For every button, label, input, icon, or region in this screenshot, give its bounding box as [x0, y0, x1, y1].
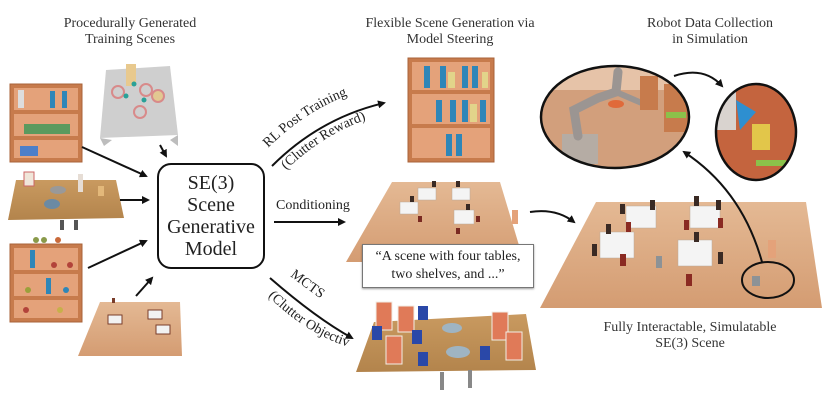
title-model-steering: Flexible Scene Generation via Model Stee… — [330, 16, 570, 48]
arrow-room-to-model — [135, 276, 154, 297]
model-line: Model — [184, 238, 238, 260]
label-rl-post-training: RL Post Training — [260, 85, 349, 151]
title-training-scenes: Procedurally Generated Training Scenes — [20, 16, 240, 48]
final-scene-caption: Fully Interactable, Simulatable SE(3) Sc… — [570, 320, 810, 352]
arrow-to-robot-view — [682, 150, 763, 263]
prompt-line: “A scene with four tables, — [375, 249, 521, 264]
arrow-table-to-model — [159, 144, 167, 158]
arrow-to-closeup — [673, 71, 724, 88]
highlight-circle — [741, 261, 795, 299]
title-line: Model Steering — [406, 32, 494, 47]
training-scene-table-rings — [100, 64, 178, 146]
label-mcts: MCTS — [287, 267, 327, 302]
label-clutter-reward: (Clutter Reward) — [279, 109, 368, 173]
training-scene-room-tables — [78, 298, 182, 356]
training-scene-table-items — [8, 171, 124, 230]
robot-view-wide — [539, 64, 691, 170]
training-scene-shelf-fruit — [9, 237, 83, 323]
title-line: Robot Data Collection — [647, 16, 773, 31]
model-line: Generative — [167, 216, 255, 238]
title-line: Flexible Scene Generation via — [365, 16, 535, 31]
final-simulatable-scene — [540, 196, 822, 308]
arrow-shelf2-to-model — [87, 239, 148, 269]
scene-generative-model-box: SE(3) Scene Generative Model — [157, 163, 265, 269]
label-conditioning: Conditioning — [276, 198, 350, 213]
title-line: in Simulation — [672, 32, 748, 47]
robot-view-closeup — [714, 82, 798, 182]
model-line: SE(3) — [187, 172, 235, 194]
prompt-text-box: “A scene with four tables, two shelves, … — [362, 244, 534, 288]
arrow-shelf-to-model — [81, 146, 148, 178]
prompt-line: two shelves, and ...” — [391, 267, 505, 282]
model-line: Scene — [187, 194, 235, 216]
caption-line: SE(3) Scene — [655, 336, 725, 351]
training-scene-shelf-bottles — [9, 83, 83, 163]
title-line: Training Scenes — [84, 32, 176, 47]
title-robot-data: Robot Data Collection in Simulation — [600, 16, 820, 48]
generated-cluttered-shelf — [407, 57, 495, 163]
title-line: Procedurally Generated — [63, 16, 197, 31]
arrow-to-final-scene — [529, 210, 576, 224]
arrow-rl-post-training — [271, 100, 386, 167]
generated-cluttered-table — [356, 301, 536, 390]
arrow-mcts — [269, 277, 354, 339]
caption-line: Fully Interactable, Simulatable — [603, 320, 777, 335]
